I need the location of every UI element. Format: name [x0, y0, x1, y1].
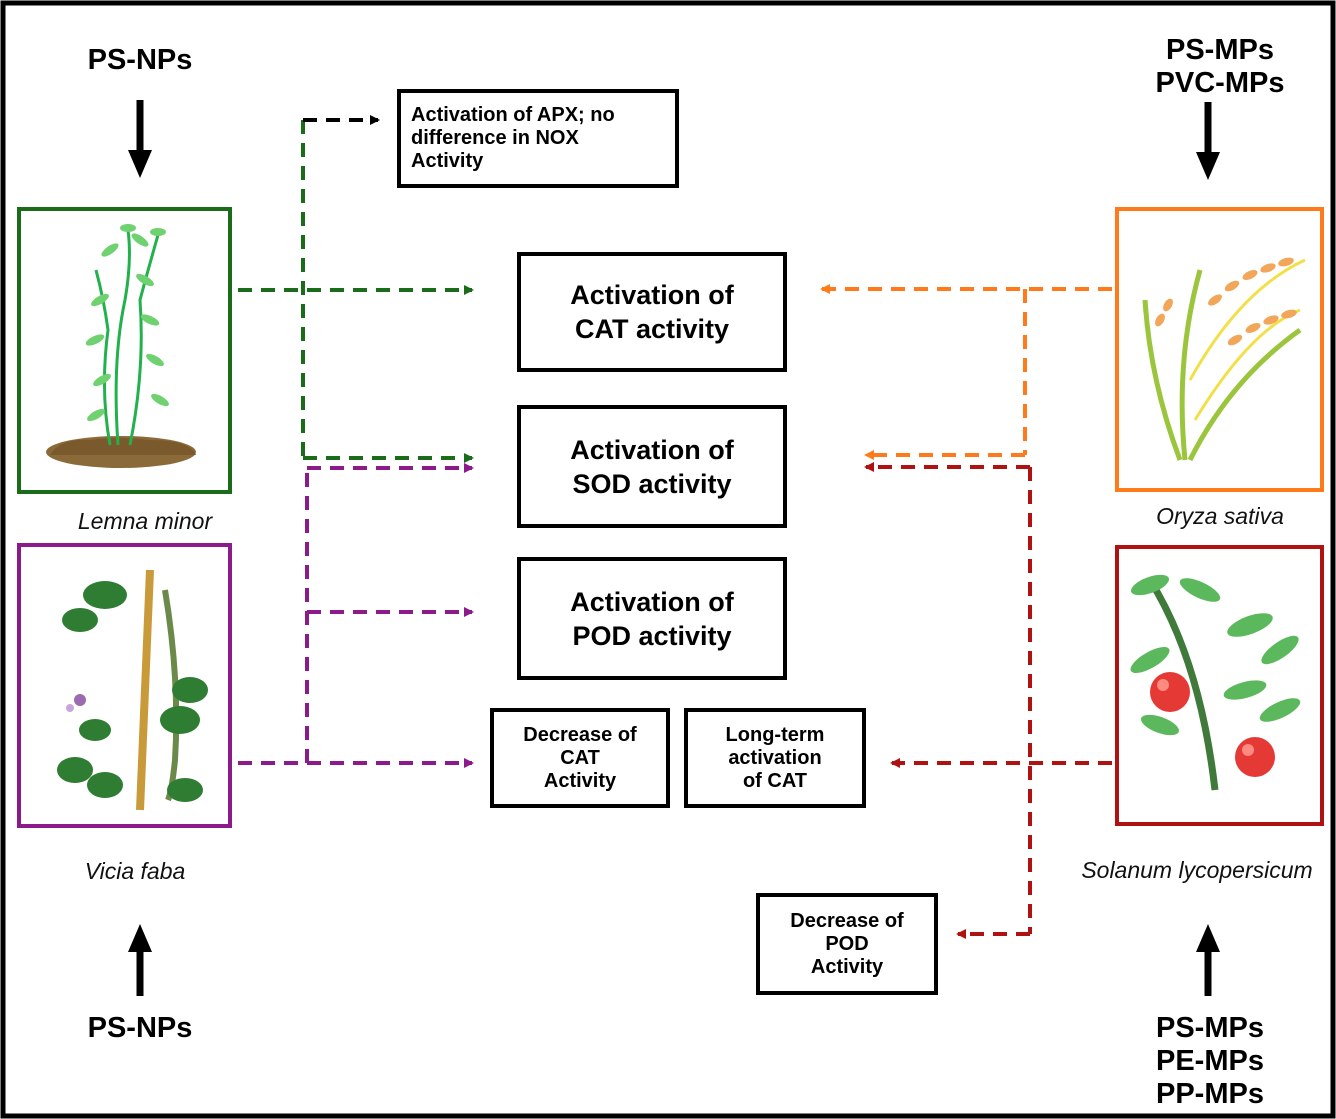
tomato-plant-icon — [1130, 574, 1301, 791]
box-cat-line-1: Activation of — [570, 280, 734, 310]
box-cat-decrease-line-2: CAT — [560, 746, 600, 769]
box-sod-activation: Activation of SOD activity — [517, 405, 787, 528]
source-label-bottom-right-3: PP-MPs — [1156, 1078, 1264, 1110]
rice-plant-icon — [1142, 257, 1306, 462]
vicia-frame — [17, 543, 232, 828]
box-pod-line-1: Activation of — [570, 586, 734, 617]
box-apx-line-2: difference in NOX — [411, 127, 579, 149]
species-solanum: Solanum lycopersicum — [1081, 857, 1313, 883]
box-sod-line-2: SOD activity — [572, 468, 732, 499]
aquatic-plant-icon — [46, 224, 196, 468]
source-arrow-bottom-right — [1196, 924, 1220, 996]
box-cat-longterm-line-1: Long-term — [725, 723, 825, 746]
source-label-top-right: PS-MPs PVC-MPs — [1140, 34, 1300, 100]
box-cat-line-2: CAT activity — [574, 314, 730, 344]
box-pod-activation: Activation of POD activity — [517, 557, 787, 680]
box-pod-decrease-line-3: Activity — [810, 955, 884, 978]
solanum-frame — [1115, 545, 1324, 826]
source-label-bottom-left: PS-NPs — [87, 1012, 193, 1044]
source-arrow-top-right — [1196, 102, 1220, 180]
species-lemna: Lemna minor — [77, 508, 213, 534]
lemna-pathways — [238, 120, 474, 463]
oryza-pathways — [820, 284, 1112, 460]
source-label-top-left: PS-NPs — [87, 44, 193, 76]
lemna-frame — [17, 207, 232, 494]
box-cat-decrease-line-1: Decrease of — [523, 723, 637, 746]
source-label-bottom-right: PS-MPs PE-MPs PP-MPs — [1140, 1012, 1280, 1111]
box-apx-line-1: Activation of APX; no — [411, 104, 615, 126]
box-cat-activation: Activation of CAT activity — [517, 252, 787, 372]
source-arrow-bottom-left — [128, 924, 152, 996]
source-label-bottom-right-2: PE-MPs — [1156, 1045, 1264, 1077]
source-label-top-right-2: PVC-MPs — [1155, 67, 1285, 99]
solanum-pathways — [864, 462, 1112, 939]
box-cat-decrease: Decrease of CAT Activity — [490, 708, 670, 808]
box-apx-line-3: Activity — [411, 150, 484, 172]
box-sod-line-1: Activation of — [570, 434, 734, 465]
vicia-pathways — [238, 463, 474, 768]
source-arrow-top-left — [128, 100, 152, 178]
bean-plant-icon — [57, 569, 208, 811]
species-vicia: Vicia faba — [84, 858, 186, 884]
box-pod-decrease-line-2: POD — [825, 932, 869, 955]
species-oryza: Oryza sativa — [1156, 503, 1284, 529]
box-cat-decrease-line-3: Activity — [543, 769, 617, 792]
box-pod-line-2: POD activity — [572, 620, 732, 651]
oryza-frame — [1115, 207, 1324, 492]
box-pod-decrease: Decrease of POD Activity — [756, 893, 938, 995]
box-pod-decrease-line-1: Decrease of — [790, 909, 904, 932]
source-label-top-right-1: PS-MPs — [1166, 34, 1274, 66]
box-cat-longterm-line-2: activation — [728, 746, 822, 769]
box-cat-longterm-line-3: of CAT — [742, 769, 808, 792]
source-label-bottom-right-1: PS-MPs — [1156, 1012, 1264, 1044]
box-apx: Activation of APX; no difference in NOX … — [397, 89, 679, 188]
box-cat-longterm: Long-term activation of CAT — [684, 708, 866, 808]
